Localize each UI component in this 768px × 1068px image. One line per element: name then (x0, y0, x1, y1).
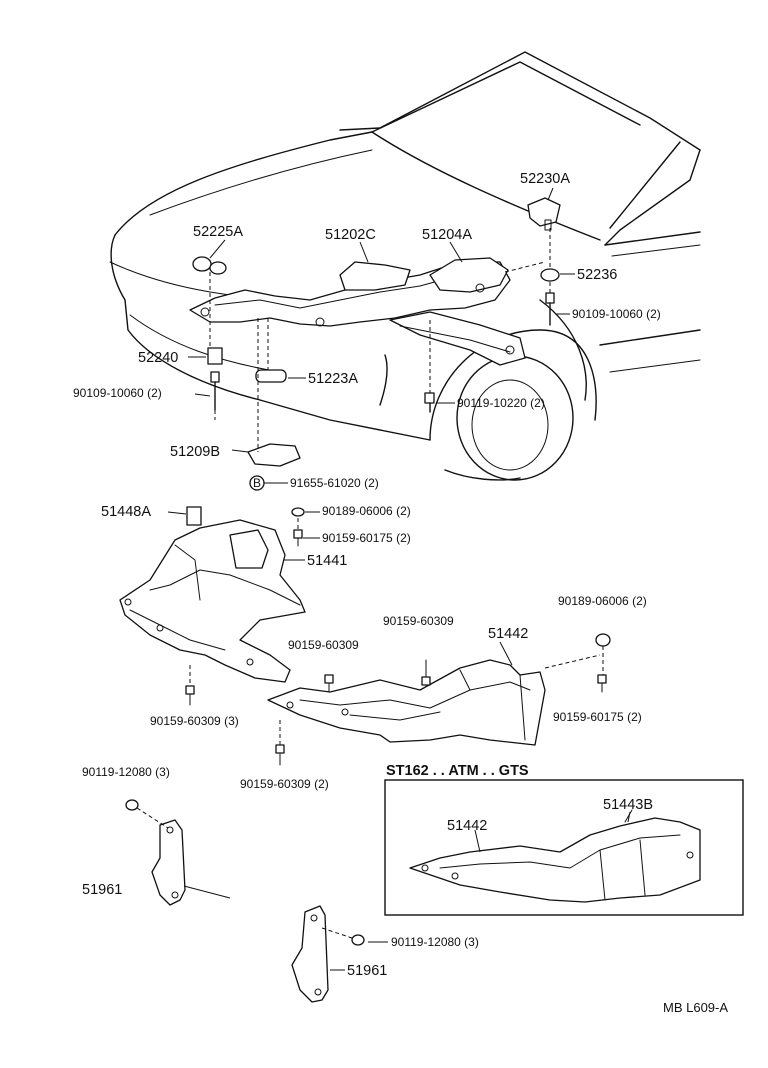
leader-lines (167, 187, 631, 971)
label-51223A: 51223A (308, 371, 358, 387)
crossmember-fasteners (192, 197, 561, 467)
crossmember-assembly (189, 257, 526, 366)
brackets-51961 (125, 799, 365, 1003)
under-cover-51442 (185, 633, 611, 766)
label-52225A: 52225A (193, 224, 243, 240)
label-90109-10060-left: 90109-10060 (2) (73, 386, 162, 400)
label-90119-12080-b: 90119-12080 (3) (391, 935, 479, 949)
label-52230A: 52230A (520, 171, 570, 187)
label-90189-06006-b: 90189-06006 (2) (558, 594, 647, 608)
under-cover-51441 (119, 506, 306, 683)
label-91655-61020: 91655-61020 (2) (290, 476, 379, 490)
label-51202C: 51202C (325, 227, 376, 243)
label-51448A: 51448A (101, 504, 151, 520)
label-90159-60309-2: 90159-60309 (2) (240, 777, 329, 791)
label-90159-60175-a: 90159-60175 (2) (322, 531, 411, 545)
label-90119-10220: 90119-10220 (2) (457, 396, 545, 410)
label-90189-06006-a: 90189-06006 (2) (322, 504, 411, 518)
circle-b-marker (249, 475, 265, 491)
label-51204A: 51204A (422, 227, 472, 243)
label-51441: 51441 (307, 553, 347, 569)
label-90109-10060-right: 90109-10060 (2) (572, 307, 661, 321)
inset-title: ST162 . . ATM . . GTS (386, 763, 529, 779)
label-51443B: 51443B (603, 797, 653, 813)
part-labels: 52230A 52225A 51202C 51204A 52236 90109-… (73, 171, 728, 1015)
label-51209B: 51209B (170, 444, 220, 460)
label-51961-b: 51961 (347, 963, 387, 979)
label-90159-60309-mid: 90159-60309 (288, 638, 359, 652)
label-51961-a: 51961 (82, 882, 122, 898)
label-52236: 52236 (577, 267, 617, 283)
car-body-outline (109, 51, 701, 481)
label-51442-main: 51442 (488, 626, 528, 642)
label-90119-12080-a: 90119-12080 (3) (82, 765, 170, 779)
footer-code: MB L609-A (663, 1000, 728, 1015)
label-52240: 52240 (138, 350, 178, 366)
label-90159-60309-3: 90159-60309 (3) (150, 714, 239, 728)
label-90159-60175-b: 90159-60175 (2) (553, 710, 642, 724)
label-90159-60309-top: 90159-60309 (383, 614, 454, 628)
inset-box (384, 779, 744, 916)
label-circle-b: B (253, 476, 261, 490)
label-51442-inset: 51442 (447, 818, 487, 834)
